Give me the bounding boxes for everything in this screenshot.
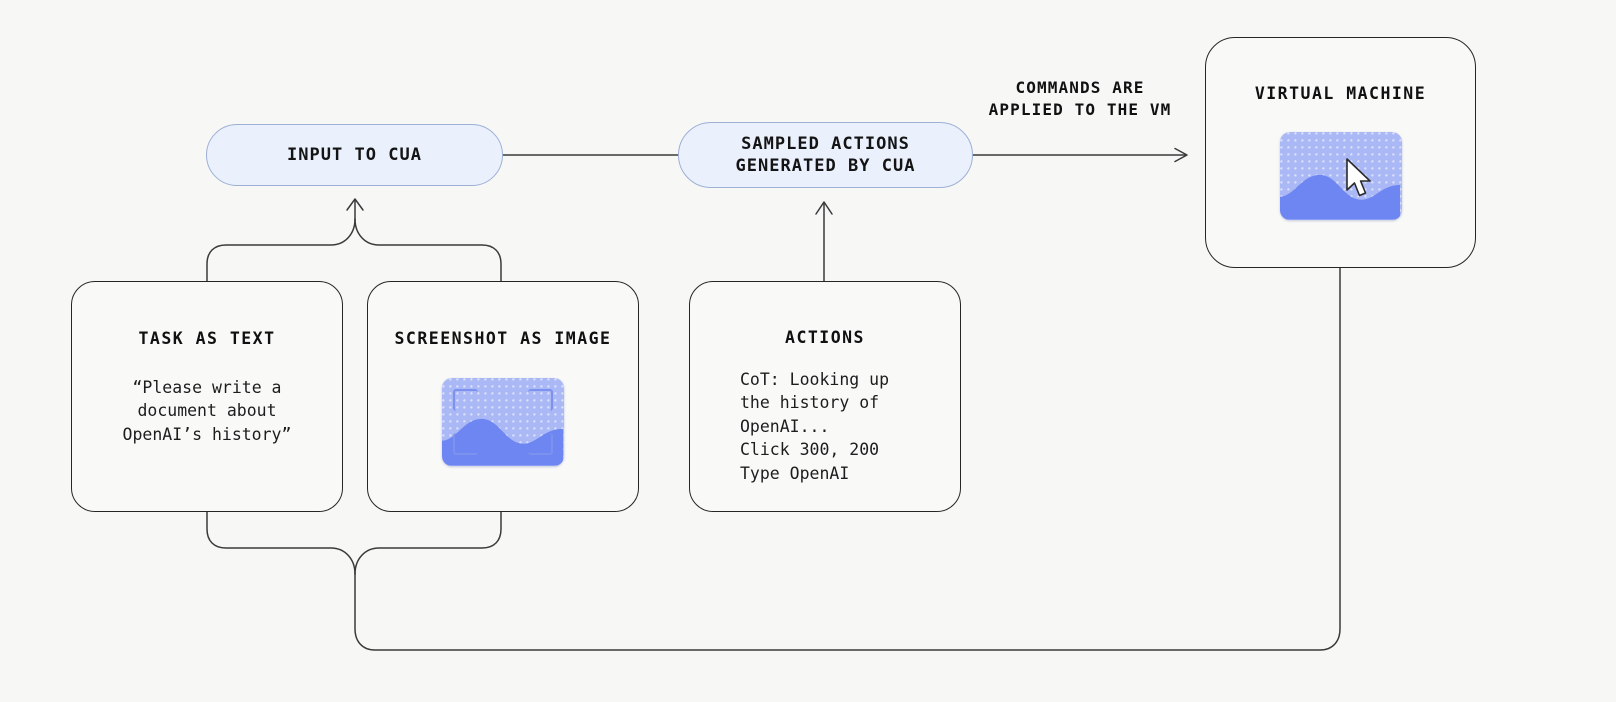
vm-wave-shape [1279, 175, 1401, 220]
card-actions-body: CoT: Looking up the history of OpenAI...… [740, 370, 890, 483]
card-virtual-machine[interactable]: VIRTUAL MACHINE [1205, 37, 1476, 268]
node-input-to-cua-label: INPUT TO CUA [286, 144, 423, 165]
card-task-as-text[interactable]: TASK AS TEXT “Please write a document ab… [71, 281, 343, 512]
card-screenshot-as-image-title: SCREENSHOT AS IMAGE [394, 329, 612, 348]
arrowhead-to-input [346, 198, 364, 211]
card-task-as-text-body: “Please write a document about OpenAI’s … [122, 378, 292, 444]
crop-bracket-top-left-icon [452, 389, 479, 411]
node-sampled-actions-label: SAMPLED ACTIONS GENERATED BY CUA [735, 133, 916, 176]
brace-left-arm [206, 218, 356, 282]
card-virtual-machine-title: VIRTUAL MACHINE [1254, 84, 1427, 103]
card-actions-title: ACTIONS [785, 328, 865, 347]
card-task-as-text-title: TASK AS TEXT [138, 329, 276, 348]
node-sampled-actions[interactable]: SAMPLED ACTIONS GENERATED BY CUA [678, 122, 973, 188]
bottom-brace-left-arm [206, 511, 356, 575]
card-screenshot-as-image[interactable]: SCREENSHOT AS IMAGE [367, 281, 639, 512]
crop-bracket-bottom-left-icon [452, 433, 479, 455]
bottom-brace-right-arm [354, 511, 502, 575]
crop-bracket-bottom-right-icon [527, 433, 554, 455]
arrowhead-to-sampled [815, 201, 833, 215]
node-input-to-cua[interactable]: INPUT TO CUA [206, 124, 503, 186]
image-placeholder-icon [442, 378, 564, 466]
crop-bracket-top-right-icon [527, 389, 554, 411]
arrowhead-to-vm [1174, 147, 1188, 163]
vm-screen-icon [1279, 132, 1402, 220]
caption-commands-applied-to-vm: COMMANDS ARE APPLIED TO THE VM [988, 78, 1172, 119]
brace-right-arm [354, 218, 502, 282]
card-actions[interactable]: ACTIONS CoT: Looking up the history of O… [689, 281, 961, 512]
